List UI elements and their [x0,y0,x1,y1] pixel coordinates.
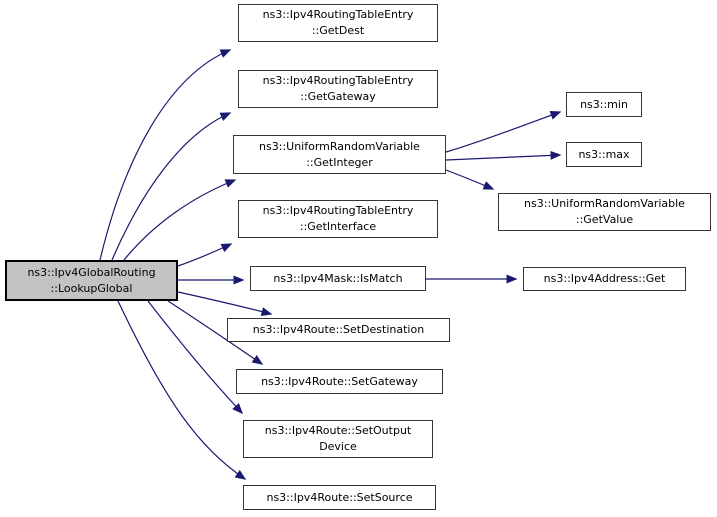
edge-lookup-to-getinteger [123,179,237,261]
node-set-destination[interactable]: ns3::Ipv4Route::SetDestination [227,318,450,342]
edge-getinteger-to-min [445,111,562,153]
node-max-label: ns3::max [578,147,630,161]
node-lookup-global-label: ns3::Ipv4GlobalRouting ::LookupGlobal [27,265,156,295]
node-get-value-label: ns3::UniformRandomVariable ::GetValue [524,197,685,226]
node-set-output-device[interactable]: ns3::Ipv4Route::SetOutput Device [243,420,433,458]
node-lookup-global[interactable]: ns3::Ipv4GlobalRouting ::LookupGlobal [5,260,178,301]
node-address-get-label: ns3::Ipv4Address::Get [543,272,666,285]
edge-lookup-to-setdestination [177,291,273,316]
node-is-match[interactable]: ns3::Ipv4Mask::IsMatch [250,266,426,291]
node-set-gateway-label: ns3::Ipv4Route::SetGateway [261,374,418,388]
node-get-integer[interactable]: ns3::UniformRandomVariable ::GetInteger [233,135,446,174]
edge-lookup-to-setsource [117,300,247,480]
edge-lookup-to-getgateway [111,112,232,261]
node-set-destination-label: ns3::Ipv4Route::SetDestination [252,323,425,336]
node-get-interface-label: ns3::Ipv4RoutingTableEntry ::GetInterfac… [262,204,414,233]
edge-getinteger-to-max [445,150,562,161]
edge-getinteger-to-getvalue [445,169,495,190]
node-min[interactable]: ns3::min [566,92,642,117]
edge-lookup-to-getinterface [177,243,233,267]
node-get-gateway[interactable]: ns3::Ipv4RoutingTableEntry ::GetGateway [238,70,438,108]
node-get-interface[interactable]: ns3::Ipv4RoutingTableEntry ::GetInterfac… [238,200,438,238]
edge-lookup-to-getdest [99,49,232,261]
node-get-integer-label: ns3::UniformRandomVariable ::GetInteger [259,139,420,169]
node-get-value[interactable]: ns3::UniformRandomVariable ::GetValue [498,193,711,231]
node-address-get[interactable]: ns3::Ipv4Address::Get [523,267,686,291]
node-get-dest-label: ns3::Ipv4RoutingTableEntry ::GetDest [262,8,414,37]
node-set-source[interactable]: ns3::Ipv4Route::SetSource [243,485,436,510]
node-get-gateway-label: ns3::Ipv4RoutingTableEntry ::GetGateway [262,74,414,103]
node-get-dest[interactable]: ns3::Ipv4RoutingTableEntry ::GetDest [238,4,438,42]
node-set-output-device-label: ns3::Ipv4Route::SetOutput Device [264,424,412,453]
node-max[interactable]: ns3::max [566,142,642,167]
node-is-match-label: ns3::Ipv4Mask::IsMatch [273,271,403,285]
node-min-label: ns3::min [580,97,628,111]
node-set-gateway[interactable]: ns3::Ipv4Route::SetGateway [236,369,443,394]
node-set-source-label: ns3::Ipv4Route::SetSource [266,490,413,504]
